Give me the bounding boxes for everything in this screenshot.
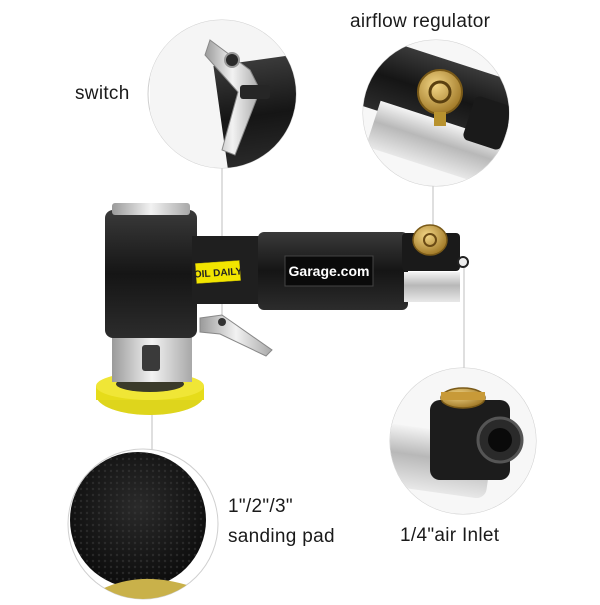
pad-sizes-label: 1"/2"/3" <box>228 496 293 517</box>
rear-chrome-tube <box>404 272 460 302</box>
brand-plate: Garage.com <box>284 255 374 287</box>
brand-text: Garage.com <box>289 263 370 279</box>
trigger-lever <box>199 314 273 357</box>
regulator-detail-callout <box>362 39 510 187</box>
air-inlet-label: 1/4"air Inlet <box>400 525 500 546</box>
air-inlet-detail-callout <box>389 367 537 515</box>
switch-label: switch <box>75 83 130 104</box>
air-sander-tool <box>96 203 469 415</box>
sticker-text: OIL DAILY <box>194 266 243 280</box>
regulator-knob <box>412 224 448 256</box>
airflow-regulator-label: airflow regulator <box>350 11 491 32</box>
grip-body <box>105 210 197 338</box>
switch-detail-callout <box>147 19 297 169</box>
sanding-pad-label: sanding pad <box>228 526 335 547</box>
oil-daily-sticker: OIL DAILY <box>194 260 243 284</box>
sanding-pad-detail-callout <box>67 448 219 600</box>
